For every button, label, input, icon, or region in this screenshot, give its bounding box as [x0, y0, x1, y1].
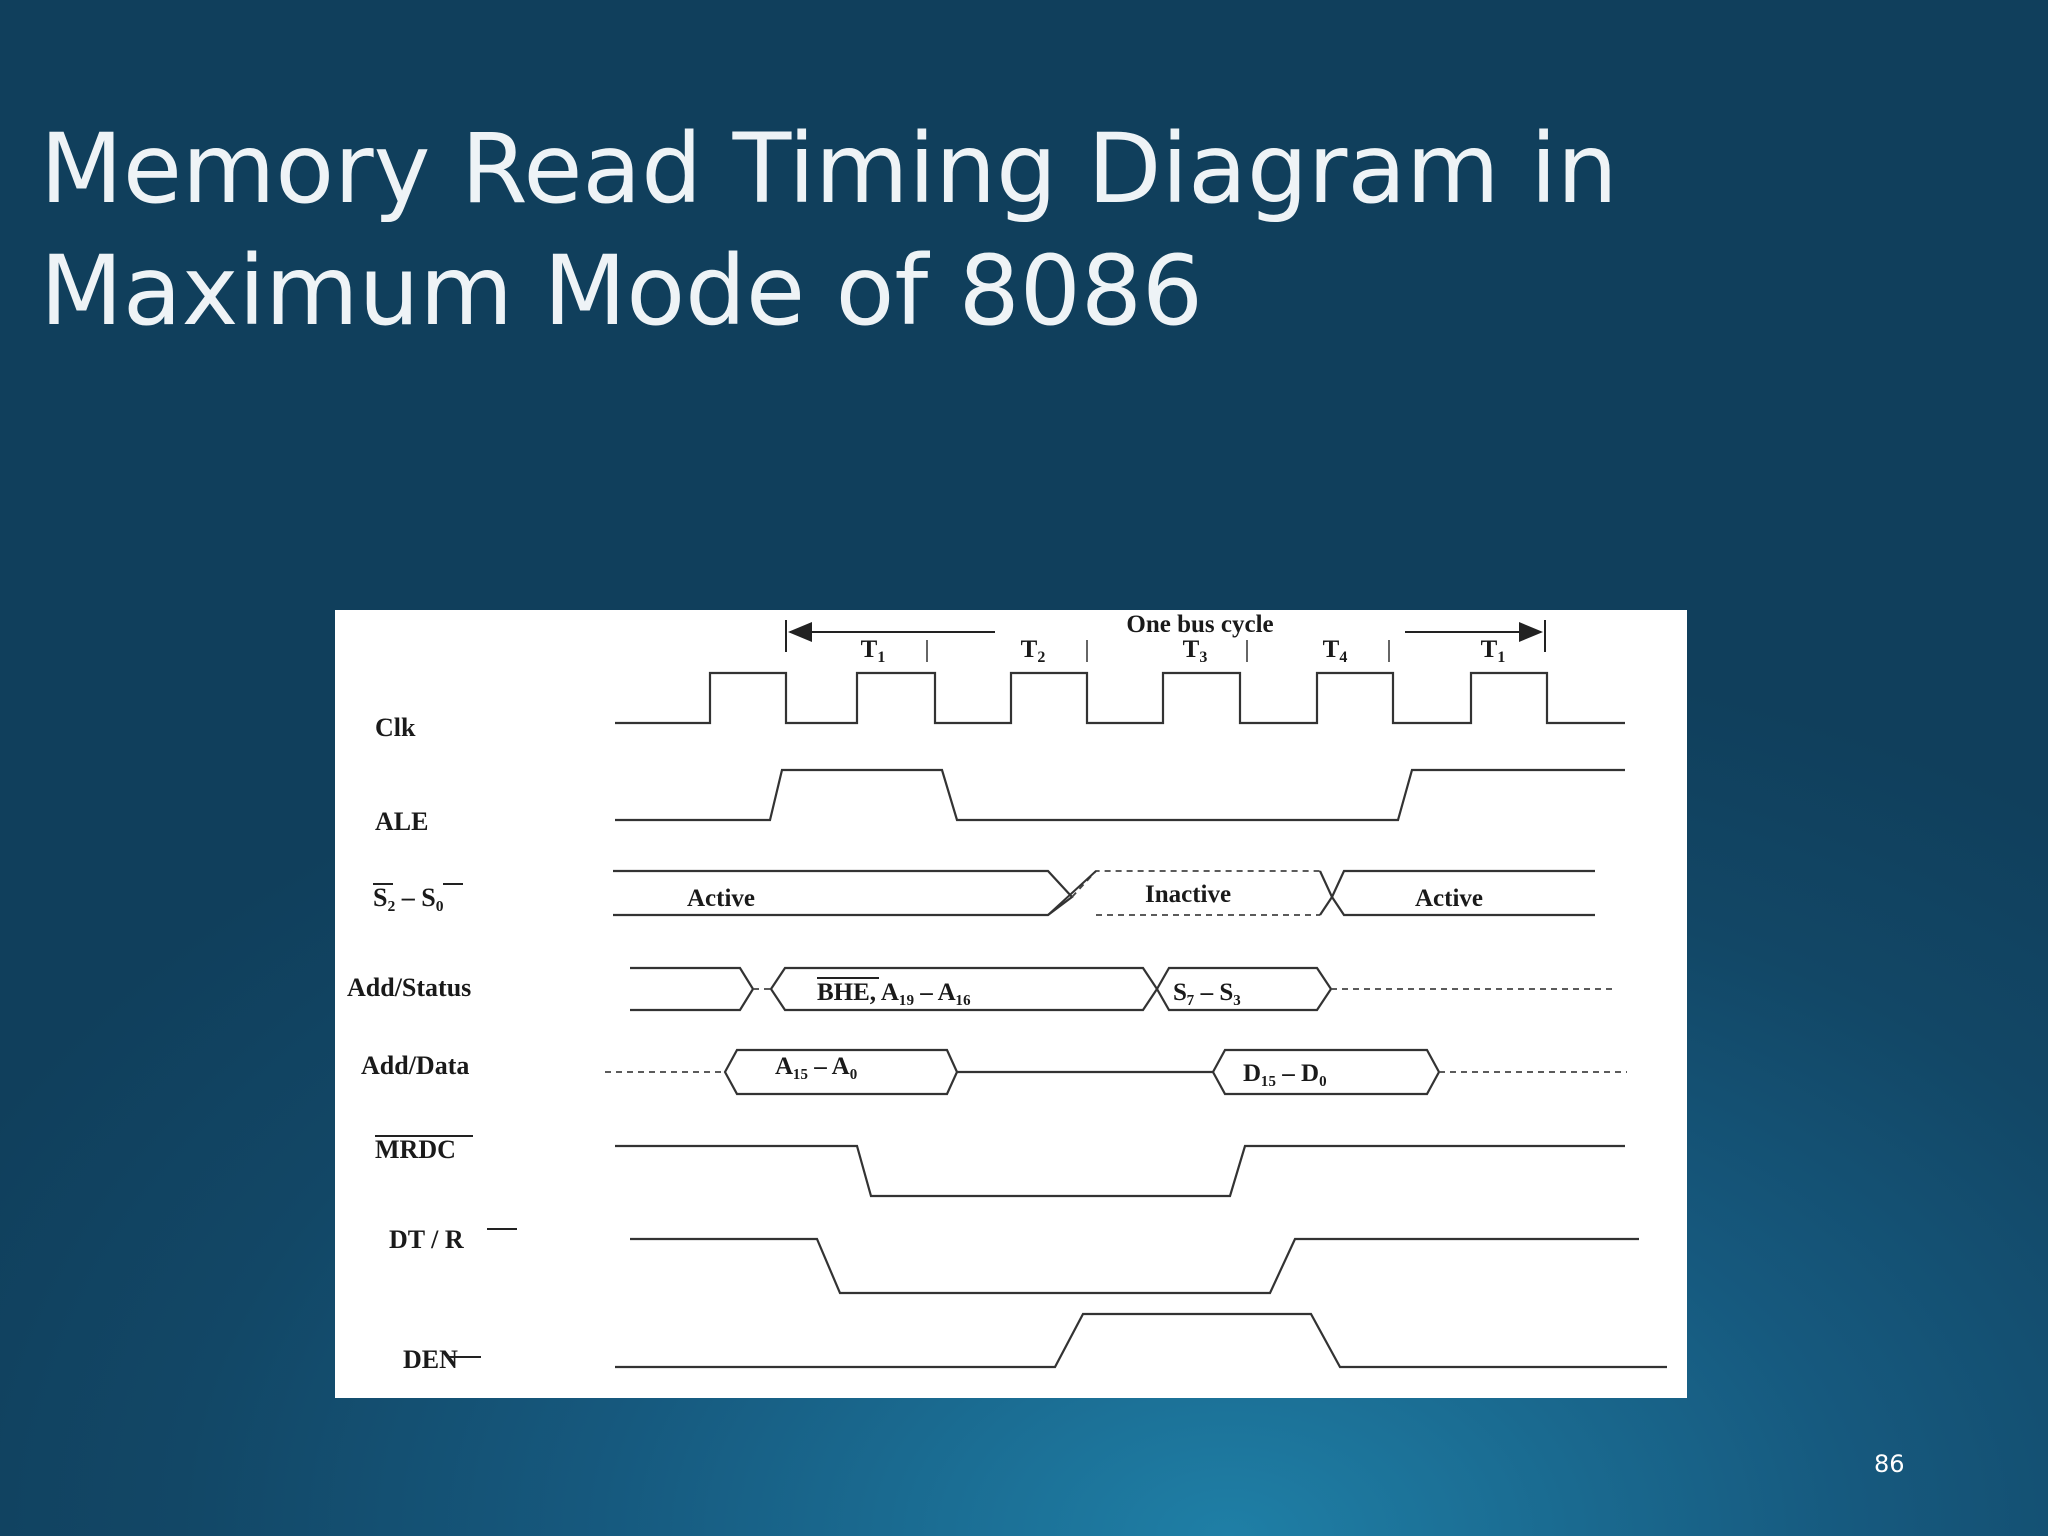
- status-active-label-2: Active: [1415, 885, 1483, 912]
- signal-label-dtr: DT / R: [389, 1225, 464, 1254]
- mrdc-waveform: [615, 1144, 1625, 1198]
- status-inactive-label: Inactive: [1145, 881, 1231, 908]
- status-active-label-1: Active: [687, 885, 755, 912]
- status-active-segment-1: [613, 869, 1074, 917]
- bus-cycle-marker: One bus cycle: [785, 611, 1546, 652]
- timing-diagram-svg: One bus cycle T1 T2 T3 T4 T1 Clk ALE S₂ …: [347, 611, 1667, 1374]
- status-active-segment-2c: [1331, 896, 1595, 917]
- t-state-3: T3: [1183, 636, 1208, 666]
- add-status-prev: [630, 966, 755, 1012]
- add-status-bhe-label: BHE, A₁₉ – A₁₆: [817, 979, 971, 1006]
- signal-label-status-group: S₂ – S₀: [373, 883, 463, 912]
- signal-label-add-status: Add/Status: [347, 973, 471, 1002]
- add-data-bus: A₁₅ – A₀ D₁₅ – D₀: [605, 1048, 1627, 1096]
- signal-label-clk: Clk: [375, 713, 416, 742]
- t-state-2: T2: [1021, 636, 1046, 666]
- bus-cycle-label: One bus cycle: [1126, 611, 1273, 638]
- add-data-a15a0-label: A₁₅ – A₀: [775, 1053, 857, 1080]
- status-bus: Active Inactive Active: [613, 869, 1595, 917]
- t-state-labels: T1 T2 T3 T4 T1: [861, 636, 1506, 666]
- signal-label-mrdc-group: MRDC: [375, 1135, 473, 1164]
- status-active-segment-2b: [1331, 869, 1595, 898]
- clk-waveform: [615, 671, 1625, 725]
- slide-title-line-2: Maximum Mode of 8086: [40, 235, 1203, 347]
- slide-title: Memory Read Timing Diagram in Maximum Mo…: [40, 108, 1940, 352]
- t-state-4: T4: [1323, 636, 1348, 666]
- signal-label-ale: ALE: [375, 807, 428, 836]
- signal-label-den-group: DEN: [403, 1345, 481, 1374]
- signal-label-mrdc: MRDC: [375, 1135, 456, 1164]
- add-status-s7s3-label: S₇ – S₃: [1173, 979, 1241, 1006]
- signal-label-status: S₂ – S₀: [373, 883, 444, 912]
- den-waveform: [615, 1312, 1667, 1369]
- add-status-bus: BHE, A₁₉ – A₁₆ S₇ – S₃: [630, 966, 1617, 1012]
- status-active-segment-2: [1319, 870, 1334, 916]
- ale-waveform: [615, 768, 1625, 822]
- t-state-1: T1: [861, 636, 886, 666]
- timing-diagram: One bus cycle T1 T2 T3 T4 T1 Clk ALE S₂ …: [335, 610, 1687, 1398]
- signal-label-dtr-group: DT / R: [389, 1225, 517, 1254]
- slide-title-line-1: Memory Read Timing Diagram in: [40, 113, 1618, 225]
- add-data-d15d0-label: D₁₅ – D₀: [1243, 1060, 1327, 1087]
- status-inactive-cross: [1047, 870, 1097, 916]
- signal-label-den: DEN: [403, 1345, 458, 1374]
- dtr-waveform: [630, 1237, 1639, 1295]
- t-state-5: T1: [1481, 636, 1506, 666]
- signal-label-add-data: Add/Data: [361, 1051, 469, 1080]
- page-number: 86: [1874, 1450, 1905, 1478]
